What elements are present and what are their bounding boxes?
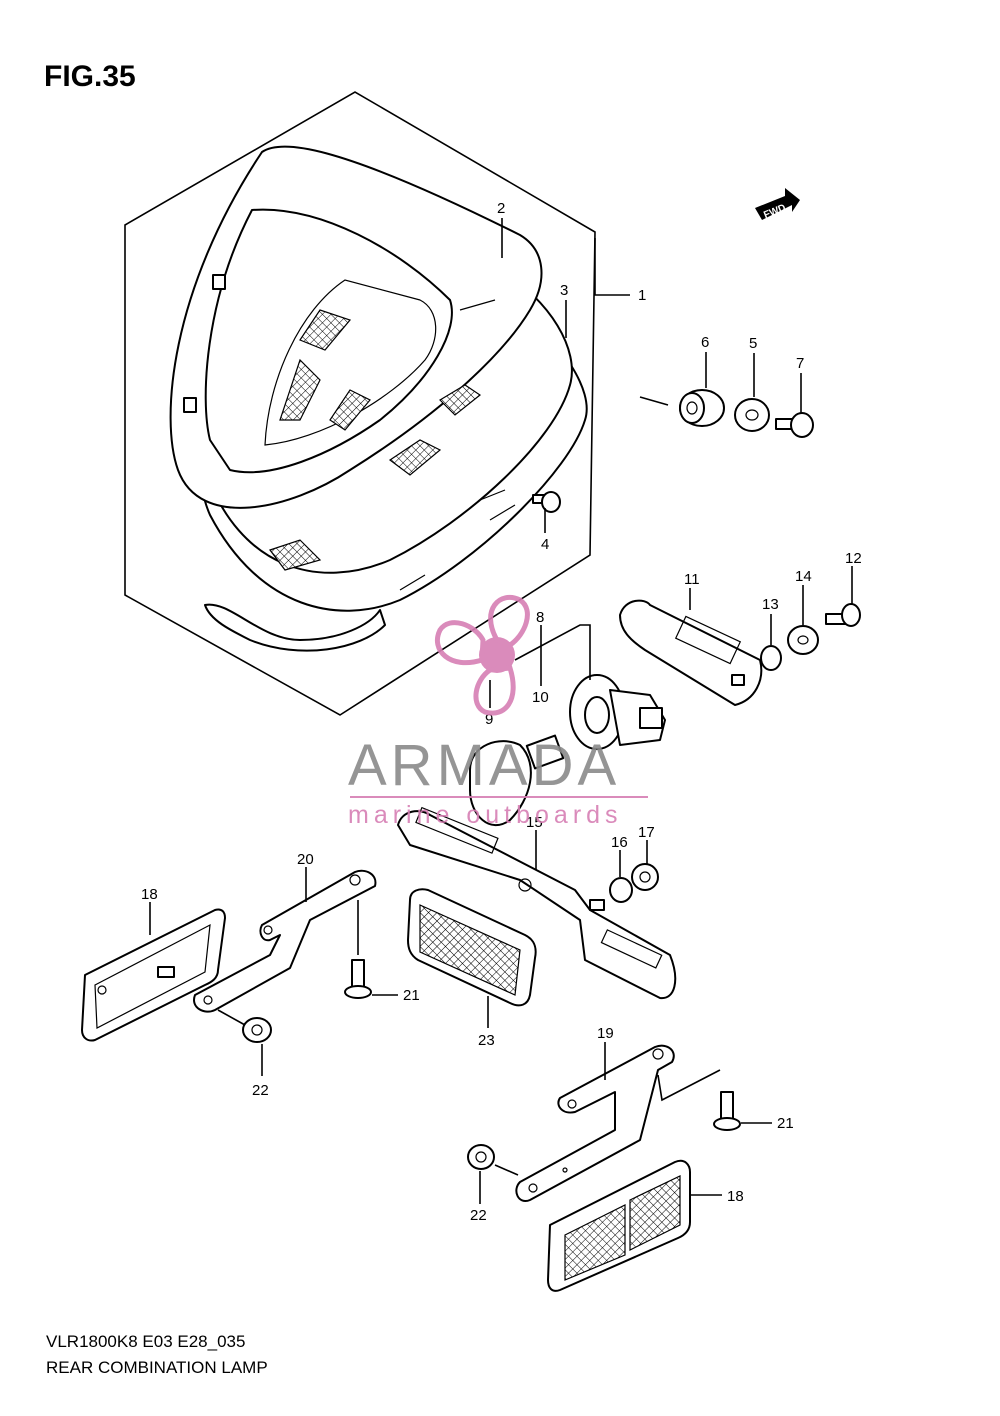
callout-16: 16 [611,834,628,851]
reflector-bracket-20 [193,869,377,1013]
figure-code: VLR1800K8 E03 E28_035 [46,1332,246,1351]
figure-name: REAR COMBINATION LAMP [46,1358,268,1377]
bulb-socket [569,674,666,750]
callout-17: 17 [638,824,655,841]
reflector-18-right [547,1159,691,1292]
watermark-brand: ARMADA [348,733,620,798]
screw [532,491,561,513]
leader-lines [149,218,853,1204]
bulb [469,734,565,827]
reflector-23 [407,888,537,1007]
reflector-18-left [81,908,226,1042]
nut-22-upper [242,1017,272,1043]
callout-4: 4 [541,536,549,553]
bolt [775,412,814,438]
reflector-bracket-15 [397,806,677,1000]
callout-23: 23 [478,1032,495,1049]
figure-title: FIG.35 [44,60,136,93]
assembly-frame [124,91,596,716]
callout-21-lower: 21 [777,1115,794,1132]
callout-2: 2 [497,200,505,217]
screw-21-lower [713,1091,741,1131]
callout-labels: 1 2 3 4 5 6 7 8 9 10 11 12 13 14 15 16 1… [141,200,862,1224]
washer-16 [609,877,633,903]
callout-15: 15 [526,814,543,831]
screw-21-upper [344,959,372,999]
callout-3: 3 [560,282,568,299]
callout-12: 12 [845,550,862,567]
tail-lamp-housing [169,145,588,652]
bolt-12 [825,603,861,627]
callout-22-lower: 22 [470,1207,487,1224]
reflector-bracket-19 [515,1044,675,1202]
callout-5: 5 [749,335,757,352]
collar [760,645,782,671]
propeller-logo-icon [434,594,530,716]
lamp-bracket [619,599,763,706]
grommet [679,389,725,427]
callout-8: 8 [536,609,544,626]
nut-22-lower [467,1144,495,1170]
watermark: ARMADA marine outboards [348,594,648,829]
callout-21-upper: 21 [403,987,420,1004]
washer-14 [787,625,819,655]
fwd-arrow-icon: FWD [755,188,800,221]
washer [734,398,770,432]
callout-13: 13 [762,596,779,613]
callout-22-upper: 22 [252,1082,269,1099]
nut-17 [631,863,659,891]
callout-14: 14 [795,568,812,585]
callout-18-left: 18 [141,886,158,903]
callout-7: 7 [796,355,804,372]
callout-6: 6 [701,334,709,351]
callout-1: 1 [638,287,646,304]
callout-9: 9 [485,711,493,728]
callout-10: 10 [532,689,549,706]
callout-18-right: 18 [727,1188,744,1205]
callout-19: 19 [597,1025,614,1042]
callout-11: 11 [684,571,700,588]
watermark-tagline: marine outboards [348,801,623,829]
callout-20: 20 [297,851,314,868]
